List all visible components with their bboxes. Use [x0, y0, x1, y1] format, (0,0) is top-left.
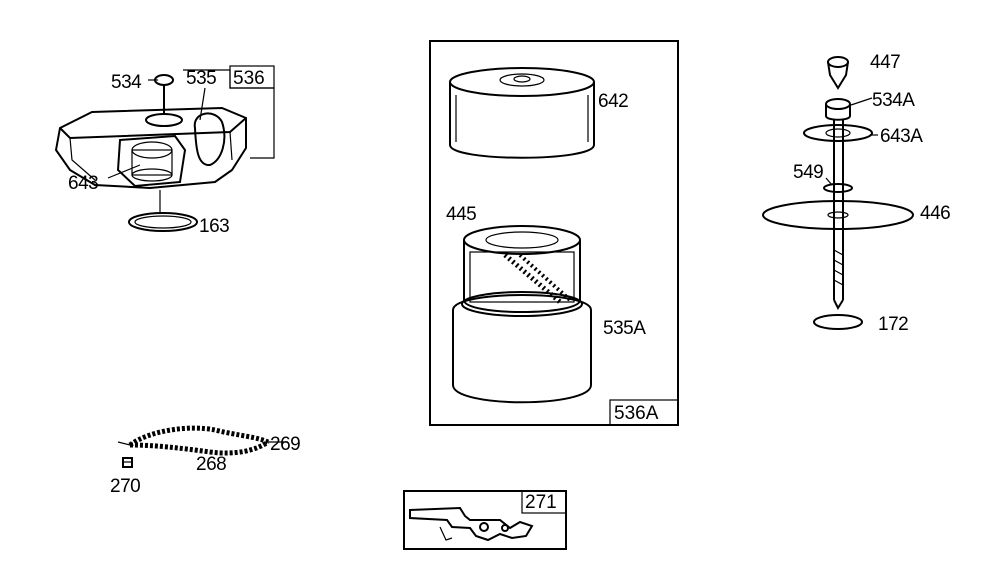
part-label-446: 446 [920, 203, 950, 224]
gasket-163 [128, 212, 198, 232]
air-cleaner-kit-536a [429, 40, 679, 426]
part-label-172: 172 [878, 314, 908, 335]
part-label-271: 271 [525, 492, 557, 513]
part-label-643a: 643A [880, 126, 923, 147]
spacer-549 [823, 183, 853, 193]
part-label-268: 268 [196, 454, 226, 475]
part-label-642: 642 [598, 91, 628, 112]
washer-172 [813, 314, 863, 330]
part-label-536a: 536A [614, 403, 659, 424]
part-label-549: 549 [793, 162, 823, 183]
part-label-163: 163 [199, 216, 229, 237]
foam-element-535 [193, 112, 226, 166]
label-box-536 [229, 65, 275, 89]
part-label-270: 270 [110, 476, 140, 497]
part-label-445: 445 [446, 204, 476, 225]
label-box-271 [521, 490, 567, 514]
knob-447 [827, 56, 849, 90]
label-box-536a [609, 399, 679, 426]
cover-642 [449, 67, 595, 159]
part-label-535: 535 [186, 68, 216, 89]
washer-643a [803, 124, 873, 142]
nut-534a [825, 98, 851, 121]
bracket-assembly-271 [403, 490, 567, 550]
part-label-534: 534 [111, 72, 142, 93]
part-label-643: 643 [68, 173, 98, 194]
part-label-536: 536 [233, 68, 265, 89]
part-label-447: 447 [870, 52, 900, 73]
pre-cleaner-535a [452, 291, 592, 404]
filter-element-445 [463, 225, 581, 313]
part-label-535a: 535A [603, 318, 646, 339]
stud-assembly [762, 56, 914, 330]
cable-assembly [117, 425, 288, 468]
air-cleaner-cover-assembly [54, 65, 275, 232]
plate-446 [762, 200, 914, 230]
part-label-534a: 534A [872, 90, 915, 111]
part-label-269: 269 [270, 434, 300, 455]
